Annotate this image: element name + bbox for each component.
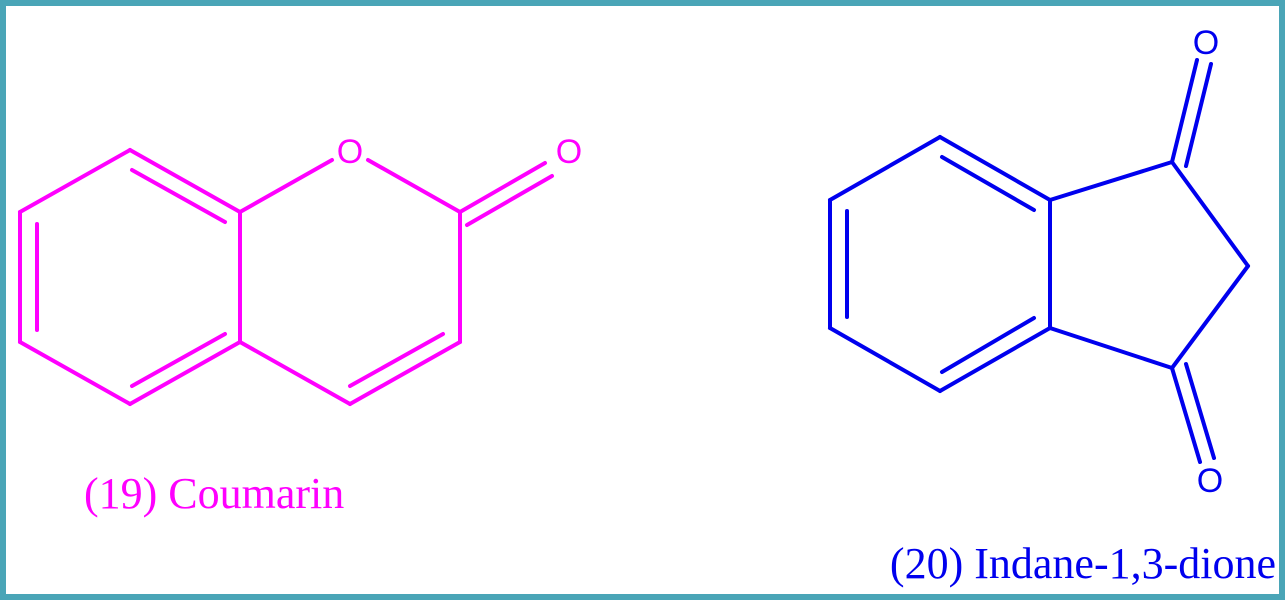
indanedione-bond (938, 326, 1052, 393)
indanedione-bond (938, 135, 1052, 202)
coumarin-bond (348, 340, 462, 406)
indanedione-bottom-oxygen: O (1197, 462, 1223, 500)
indanedione-bond (1048, 326, 1174, 370)
indanedione-bottom-carbonyl-bond (1184, 362, 1216, 460)
indanedione-caption: (20) Indane-1,3-dione (890, 539, 1276, 588)
coumarin-double-bond (130, 168, 227, 224)
coumarin-ring-oxygen: O (337, 133, 363, 171)
indanedione-bond (1170, 160, 1250, 268)
coumarin-bond (366, 158, 462, 214)
coumarin-carbonyl-oxygen: O (556, 133, 582, 171)
coumarin-carbonyl-bond (458, 161, 547, 214)
indanedione-double-bond (940, 316, 1036, 374)
indanedione-bond (828, 326, 942, 393)
indanedione-structure (828, 58, 1250, 464)
coumarin-double-bond (348, 332, 445, 388)
indanedione-double-bond (940, 155, 1036, 212)
indanedione-top-carbonyl-bond (1184, 62, 1213, 168)
coumarin-bond (238, 340, 352, 406)
indanedione-top-oxygen: O (1193, 24, 1219, 62)
indanedione-bond (1170, 264, 1250, 370)
indanedione-top-carbonyl-bond (1170, 58, 1199, 164)
coumarin-bond (18, 340, 132, 406)
indanedione-bottom-carbonyl-bond (1170, 366, 1202, 464)
coumarin-bond (128, 340, 242, 406)
coumarin-bond (128, 148, 242, 214)
coumarin-structure (18, 148, 554, 406)
coumarin-bond (238, 158, 334, 214)
indanedione-bond (1048, 160, 1174, 202)
coumarin-double-bond (130, 332, 227, 388)
coumarin-caption: (19) Coumarin (84, 469, 344, 518)
coumarin-bond (18, 148, 132, 214)
coumarin-carbonyl-bond (465, 174, 554, 227)
indanedione-bond (828, 135, 942, 202)
